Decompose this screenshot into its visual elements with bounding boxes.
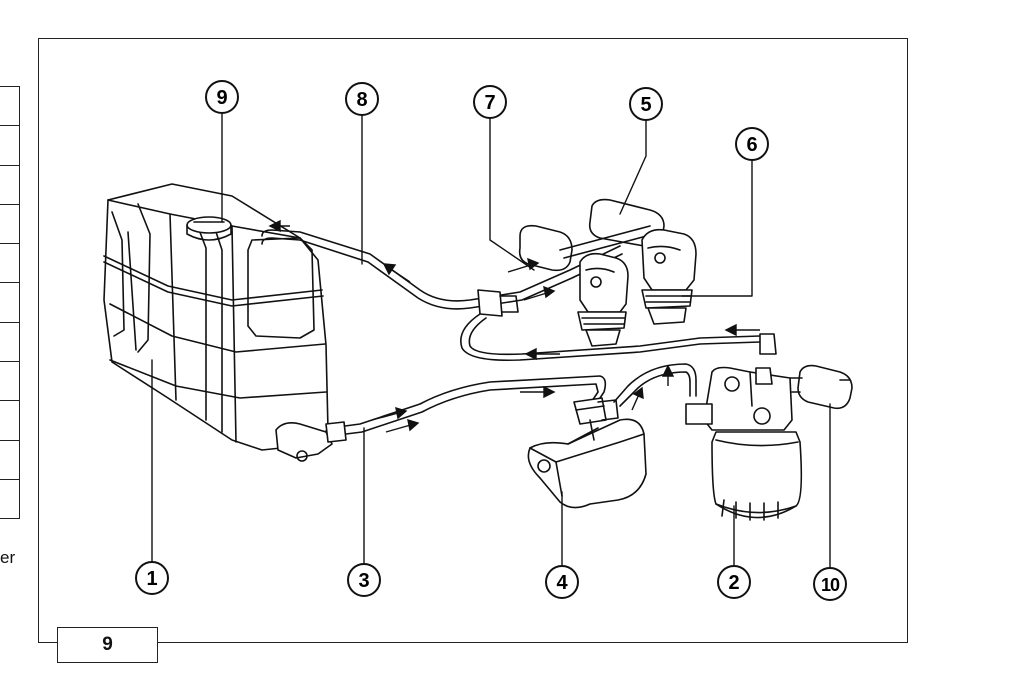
- pump-to-filter-pipe: [613, 363, 697, 407]
- fuel-filter: [685, 366, 803, 521]
- table-row: [0, 441, 19, 480]
- svg-text:4: 4: [556, 572, 568, 594]
- callout-9: 9: [205, 80, 239, 114]
- svg-text:6: 6: [746, 134, 757, 156]
- callout-6: 6: [735, 127, 769, 161]
- svg-text:8: 8: [356, 89, 367, 111]
- injectors: [518, 198, 697, 347]
- table-row: [0, 401, 19, 441]
- callout-7: 7: [473, 85, 507, 119]
- table-row: [0, 166, 19, 205]
- table-row: [0, 126, 19, 166]
- svg-text:2: 2: [728, 572, 739, 594]
- svg-text:3: 3: [358, 570, 369, 592]
- callout-10: 10: [813, 567, 847, 601]
- fuel-tank: [103, 183, 333, 462]
- solenoid-valve: [789, 364, 853, 410]
- svg-text:1: 1: [146, 568, 157, 590]
- figure-number-box: 9: [57, 627, 158, 663]
- svg-text:9: 9: [216, 87, 227, 109]
- callouts: 9 8 7 5 6 1 3 4: [135, 80, 847, 601]
- figure-frame: [38, 38, 908, 643]
- leader-lines: [151, 113, 831, 569]
- callout-5: 5: [629, 87, 663, 121]
- table-row: [0, 283, 19, 323]
- callout-1: 1: [135, 561, 169, 595]
- side-text-fragment: er: [0, 548, 16, 567]
- table-row: [0, 244, 19, 284]
- table-row: [0, 87, 19, 127]
- callout-4: 4: [545, 565, 579, 599]
- feed-pipe: [325, 375, 607, 443]
- return-pipe: [261, 229, 777, 362]
- figure-number: 9: [102, 634, 113, 655]
- table-row: [0, 323, 19, 363]
- svg-text:10: 10: [821, 575, 840, 595]
- table-row: [0, 205, 19, 245]
- svg-text:5: 5: [640, 94, 651, 116]
- left-table-edge: [0, 86, 20, 519]
- flow-arrows: [268, 219, 760, 433]
- lift-pump: [527, 397, 647, 509]
- callout-8: 8: [345, 82, 379, 116]
- callout-2: 2: [717, 565, 751, 599]
- callout-3: 3: [347, 563, 381, 597]
- svg-text:7: 7: [484, 92, 495, 114]
- table-row: [0, 362, 19, 402]
